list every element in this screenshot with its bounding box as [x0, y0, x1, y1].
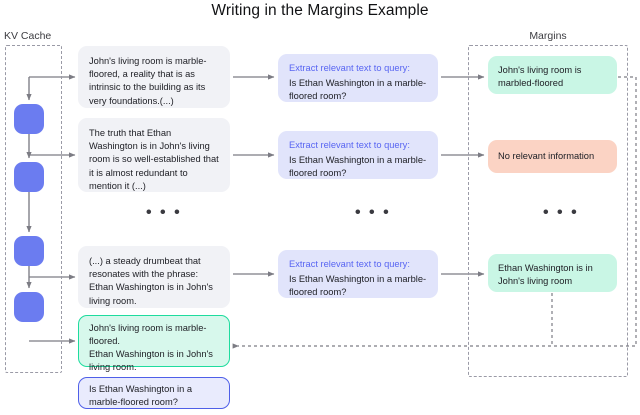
- context-chunk-3: (...) a steady drumbeat that resonates w…: [78, 246, 230, 308]
- margin-result-1: John's living room is marbled-floored: [488, 56, 617, 94]
- kv-cache-block-2[interactable]: [14, 162, 44, 192]
- kv-cache-block-1[interactable]: [14, 104, 44, 134]
- kv-cache-container: [5, 45, 62, 373]
- prompt-query-2: Is Ethan Washington in a marble-floored …: [289, 155, 427, 179]
- context-chunk-1: John's living room is marble-floored, a …: [78, 46, 230, 108]
- ellipsis-prompt: • • •: [355, 204, 391, 221]
- prompt-heading-2: Extract relevant text to query:: [289, 140, 410, 150]
- prompt-query-3: Is Ethan Washington in a marble-floored …: [289, 274, 427, 298]
- extract-prompt-1: Extract relevant text to query: Is Ethan…: [278, 54, 438, 102]
- context-chunk-2: The truth that Ethan Washington is in Jo…: [78, 118, 230, 192]
- margins-container: [468, 45, 628, 377]
- prompt-query-1: Is Ethan Washington in a marble-floored …: [289, 78, 427, 102]
- margins-header: Margins: [529, 30, 567, 42]
- prompt-heading-3: Extract relevant text to query:: [289, 259, 410, 269]
- page-title: Writing in the Margins Example: [211, 2, 429, 19]
- ellipsis-context: • • •: [146, 204, 182, 221]
- margins-summary-box: John's living room is marble-floored. Et…: [78, 315, 230, 372]
- extract-prompt-2: Extract relevant text to query: Is Ethan…: [278, 131, 438, 179]
- margin-result-3: Ethan Washington is in John's living roo…: [488, 254, 617, 292]
- extract-prompt-3: Extract relevant text to query: Is Ethan…: [278, 250, 438, 298]
- kv-cache-block-4[interactable]: [14, 292, 44, 322]
- ellipsis-margin: • • •: [543, 204, 579, 221]
- prompt-heading-1: Extract relevant text to query:: [289, 63, 410, 73]
- final-query-box: Is Ethan Washington in a marble-floored …: [78, 377, 230, 409]
- kv-cache-header: KV Cache: [4, 30, 52, 42]
- kv-cache-block-3[interactable]: [14, 236, 44, 266]
- margin-result-2: No relevant information: [488, 140, 617, 173]
